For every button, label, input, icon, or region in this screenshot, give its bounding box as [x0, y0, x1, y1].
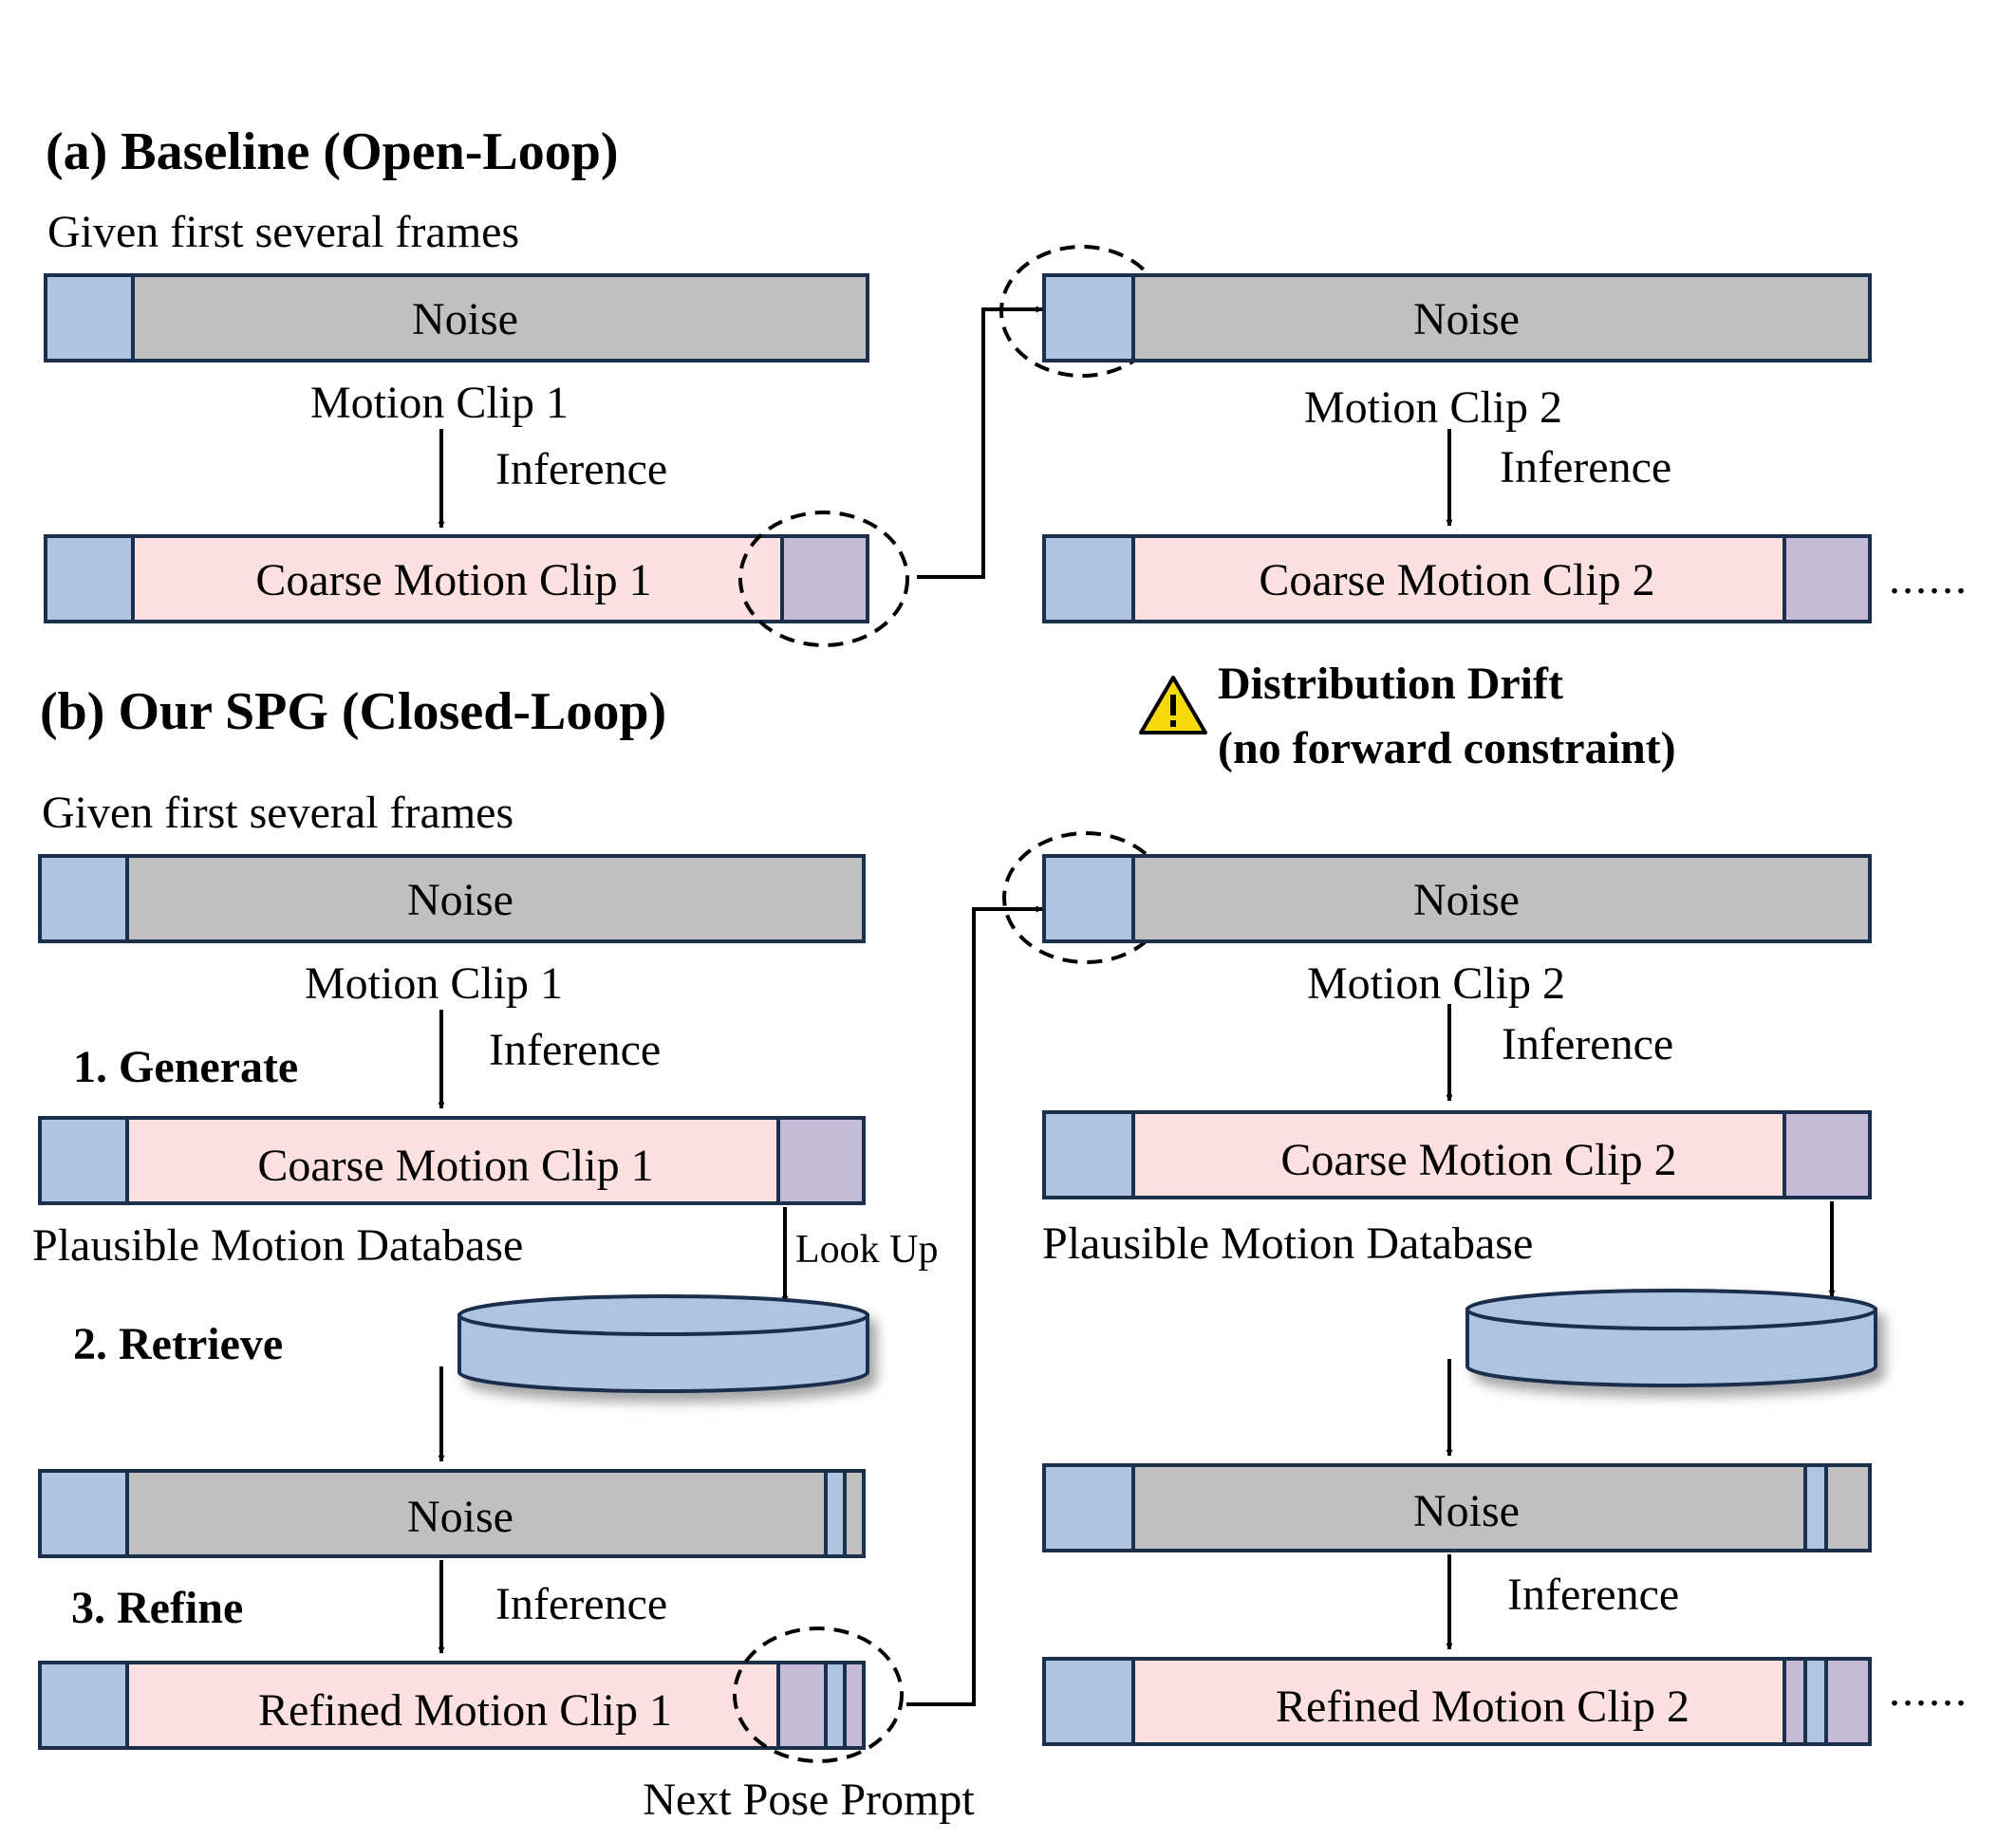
- a-coarse-clip-1: Coarse Motion Clip 1: [44, 534, 869, 623]
- a-motion-clip-1-label: Motion Clip 1: [310, 378, 569, 428]
- database-cylinder-icon-2: [1465, 1289, 1877, 1387]
- b-database-label-1: Plausible Motion Database: [32, 1220, 523, 1271]
- drift-label-line1: Distribution Drift: [1218, 659, 1563, 709]
- b-noise-refine-label-2: Noise: [1413, 1486, 1520, 1536]
- section-b-title: (b) Our SPG (Closed-Loop): [40, 682, 666, 741]
- section-a-title: (a) Baseline (Open-Loop): [46, 122, 619, 181]
- a-end-frame-highlight-1: [738, 511, 909, 647]
- b-step-refine: 3. Refine: [71, 1583, 243, 1633]
- section-b-given-label: Given first several frames: [42, 788, 513, 838]
- b-closed-loop-connector: [906, 905, 1043, 1706]
- b-ellipsis: ......: [1889, 1665, 1969, 1716]
- b-motion-clip-1-label: Motion Clip 1: [305, 958, 563, 1009]
- b-coarse-label-1: Coarse Motion Clip 1: [257, 1141, 653, 1191]
- a-noise-label-1: Noise: [412, 294, 518, 344]
- a-coarse-clip-2: Coarse Motion Clip 2: [1042, 534, 1872, 623]
- b-database-label-2: Plausible Motion Database: [1042, 1218, 1533, 1269]
- b-refine-inference-label-2: Inference: [1507, 1570, 1679, 1620]
- drift-label-line2: (no forward constraint): [1218, 723, 1676, 773]
- warning-triangle-icon: [1139, 676, 1207, 734]
- b-coarse-clip-1: Coarse Motion Clip 1: [38, 1116, 866, 1205]
- a-inference-label-2: Inference: [1500, 442, 1671, 493]
- b-noise-bar-1: Noise: [38, 854, 866, 943]
- b-lookup-label: Look Up: [795, 1228, 939, 1272]
- b-noise-bar-2: Noise: [1042, 854, 1872, 943]
- b-inference-label-2: Inference: [1502, 1019, 1673, 1069]
- b-noise-refine-bar-2: Noise: [1042, 1463, 1872, 1552]
- a-feedforward-connector: [917, 306, 1043, 579]
- b-refined-label-2: Refined Motion Clip 2: [1276, 1682, 1689, 1732]
- database-cylinder-icon: [457, 1294, 869, 1393]
- b-step-generate: 1. Generate: [73, 1042, 298, 1092]
- a-noise-bar-2: Noise: [1042, 273, 1872, 362]
- b-coarse-label-2: Coarse Motion Clip 2: [1280, 1135, 1676, 1185]
- b-coarse-clip-2: Coarse Motion Clip 2: [1042, 1110, 1872, 1199]
- a-noise-bar-1: Noise: [44, 273, 869, 362]
- b-noise-label-1: Noise: [407, 875, 513, 925]
- section-a-given-label: Given first several frames: [47, 207, 519, 257]
- b-refined-clip-1: Refined Motion Clip 1: [38, 1661, 866, 1750]
- b-inference-label-1: Inference: [489, 1025, 661, 1075]
- a-coarse-label-1: Coarse Motion Clip 1: [255, 555, 651, 605]
- b-motion-clip-2-label: Motion Clip 2: [1307, 958, 1565, 1009]
- a-ellipsis: ......: [1889, 553, 1969, 604]
- b-refined-label-1: Refined Motion Clip 1: [258, 1685, 672, 1736]
- b-step-retrieve: 2. Retrieve: [73, 1319, 283, 1369]
- b-refine-inference-label-1: Inference: [495, 1579, 667, 1629]
- b-noise-label-2: Noise: [1413, 875, 1520, 925]
- a-noise-label-2: Noise: [1413, 294, 1520, 344]
- a-inference-label-1: Inference: [495, 444, 667, 494]
- b-refined-clip-2: Refined Motion Clip 2: [1042, 1657, 1872, 1746]
- a-motion-clip-2-label: Motion Clip 2: [1304, 382, 1562, 433]
- b-noise-refine-bar-1: Noise: [38, 1469, 866, 1558]
- a-coarse-label-2: Coarse Motion Clip 2: [1259, 555, 1654, 605]
- b-noise-refine-label-1: Noise: [407, 1492, 513, 1542]
- b-next-pose-label: Next Pose Prompt: [643, 1775, 975, 1825]
- b-end-frame-highlight-1: [733, 1626, 904, 1763]
